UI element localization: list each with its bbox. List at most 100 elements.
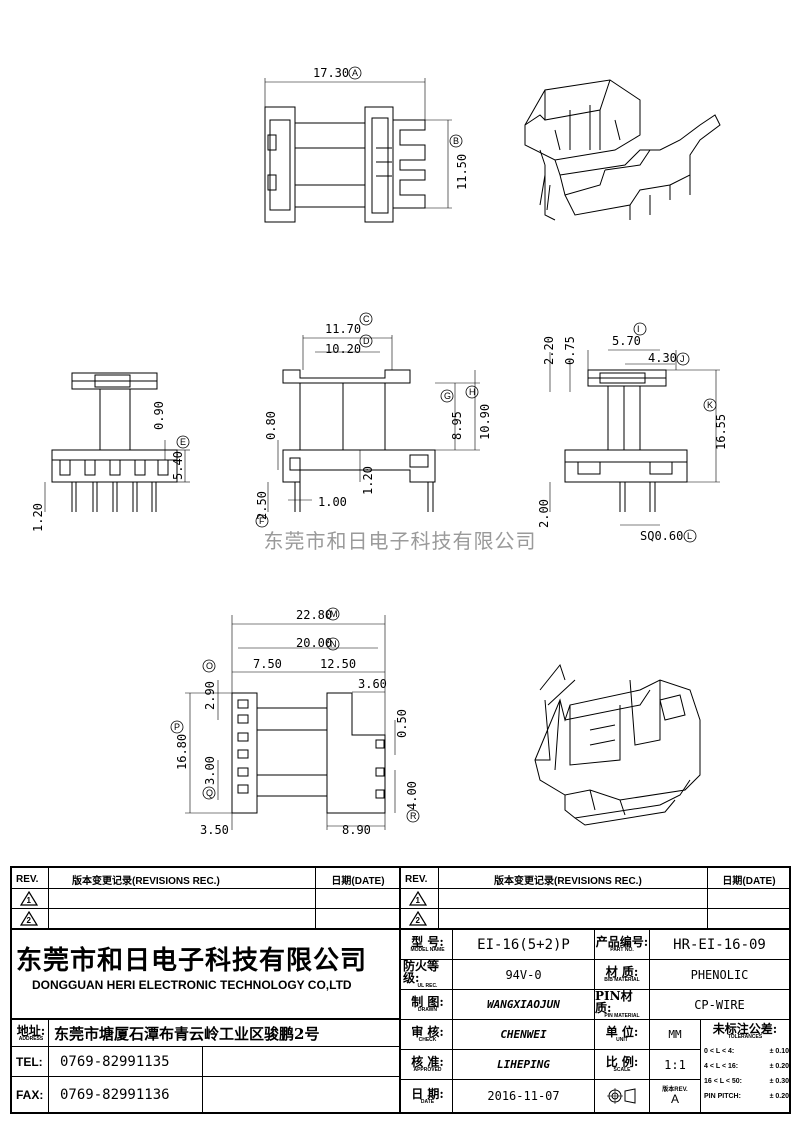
- drawn-label: 制 图:DRAWN: [403, 990, 452, 1019]
- projection-symbol-icon: [595, 1080, 649, 1112]
- dim-d-tag: D: [363, 336, 370, 346]
- dim-3-60: 3.60: [358, 677, 387, 691]
- dim-k-tag: K: [707, 400, 713, 410]
- dim-m-tag: M: [330, 609, 338, 619]
- dim-e-tag: E: [180, 437, 186, 447]
- bobbin-material-label: 材 质:B/B MATERIAL: [595, 960, 649, 989]
- side-view: [549, 322, 720, 543]
- tol-range: 16 < L < 50:: [704, 1078, 743, 1085]
- pin-material-label-cn: PIN材质:: [595, 989, 633, 1015]
- dim-1-00: 1.00: [318, 495, 347, 509]
- approved-label-en: APPROVED: [413, 1067, 442, 1073]
- bobbin-material-label-en: B/B MATERIAL: [604, 977, 640, 983]
- dim-2-20: 2.20: [542, 336, 556, 365]
- rev-header: REV.: [16, 873, 39, 885]
- dim-3-50: 3.50: [200, 823, 229, 837]
- dim-j-tag: J: [680, 354, 685, 364]
- dim-22-80: 22.80: [296, 608, 332, 622]
- ul-rating-value: 94V-0: [505, 967, 542, 982]
- dim-f-tag: F: [259, 516, 265, 526]
- dim-16-55: 16.55: [714, 414, 728, 450]
- dim-c-tag: C: [363, 314, 370, 324]
- part-no-label-cn: 产品编号:: [595, 935, 649, 949]
- tel-value: 0769-82991135: [60, 1053, 170, 1070]
- scale-label-en: SCALE: [613, 1067, 631, 1073]
- address-label-en: ADDRESS: [18, 1035, 44, 1042]
- dim-a-tag: A: [352, 68, 358, 78]
- pin-material-label: PIN材质:PIN MATERIAL: [595, 990, 649, 1019]
- drawn-label-cn: 制 图:: [411, 995, 444, 1009]
- date-label-en: DATE: [420, 1098, 435, 1105]
- rev-version-value: A: [670, 1092, 679, 1106]
- dim-0-50: 0.50: [395, 709, 409, 738]
- dim-g-tag: G: [444, 391, 451, 401]
- dim-4-00: 4.00: [405, 781, 419, 810]
- dim-7-50: 7.50: [253, 657, 282, 671]
- tel-label: TEL:: [16, 1054, 43, 1069]
- tol-range: 4 < L < 16:: [704, 1063, 739, 1070]
- dim-2-00: 2.00: [537, 499, 551, 528]
- rev-version-label: 版本REV.: [662, 1087, 688, 1093]
- bobbin-material-value: PHENOLIC: [690, 967, 749, 982]
- dim-10-90: 10.90: [478, 404, 492, 440]
- dim-0-80: 0.80: [264, 411, 278, 440]
- rev-1-triangle-icon: 1: [20, 890, 44, 907]
- pin-material-label-en: PIN MATERIAL: [604, 1013, 640, 1019]
- check-label-cn: 审 核:: [411, 1025, 444, 1039]
- dim-b: 11.50: [455, 154, 469, 190]
- dim-20-00: 20.00: [296, 636, 332, 650]
- pin-material-value: CP-WIRE: [694, 997, 745, 1012]
- watermark-text: 东莞市和日电子科技有限公司: [263, 529, 537, 553]
- dim-l-tag: L: [687, 531, 692, 541]
- dim-2-50: 2.50: [255, 491, 269, 520]
- unit-value: MM: [668, 1028, 682, 1041]
- dim-1-20-mid: 1.20: [361, 466, 375, 495]
- address-label-cn: 地址:: [16, 1023, 46, 1038]
- technical-drawing: 17.30 A 11.50 B 0.90 5.40 E 1.20 11.70 C…: [31, 66, 728, 837]
- tol-range: 0 < L < 4:: [704, 1048, 735, 1055]
- address-value: 东莞市塘厦石潭布青云岭工业区骏鹏2号: [54, 1024, 320, 1043]
- rev-1-mark: 1: [27, 896, 32, 905]
- date-header-right: 日期(DATE): [722, 875, 776, 887]
- rev-version: 版本REV. A: [650, 1080, 700, 1112]
- rev-2-triangle-icon: 2: [20, 910, 44, 927]
- check-label: 审 核:CHECK: [403, 1020, 452, 1049]
- part-no-label: 产品编号:PART NO.: [595, 930, 649, 959]
- company-name-cn: 东莞市和日电子科技有限公司: [16, 945, 368, 976]
- dim-i-tag: I: [637, 324, 640, 334]
- date-header: 日期(DATE): [331, 875, 385, 887]
- tolerances-label-cn: 未标注公差:: [712, 1021, 778, 1036]
- scale-value: 1:1: [664, 1057, 686, 1072]
- dim-r-tag: R: [410, 811, 417, 821]
- bottom-view: [170, 607, 420, 830]
- unit-label: 单 位:UNIT: [595, 1020, 649, 1049]
- tol-value: ± 0.20: [769, 1093, 789, 1100]
- tol-value: ± 0.20: [769, 1063, 789, 1070]
- tol-value: ± 0.30: [769, 1078, 789, 1085]
- bobbin-material-label-cn: 材 质:: [605, 965, 639, 979]
- revisions-header: 版本变更记录(REVISIONS REC.): [72, 875, 220, 887]
- model-label: 型 号:MODEL NAME: [403, 930, 452, 959]
- dim-a: 17.30: [313, 66, 349, 80]
- rev-1-mark-right: 1: [416, 896, 421, 905]
- model-value: EI-16(5+2)P: [477, 936, 570, 953]
- drawn-label-en: DRAWN: [418, 1007, 437, 1013]
- dim-4-30: 4.30: [648, 351, 677, 365]
- date-value: 2016-11-07: [487, 1089, 560, 1103]
- dim-b-tag: B: [453, 136, 459, 146]
- ul-rating-label: 防火等级:UL REC.: [403, 960, 452, 989]
- approved-label-cn: 核 准:: [411, 1055, 444, 1069]
- dim-8-95: 8.95: [450, 411, 464, 440]
- title-block: REV. 版本变更记录(REVISIONS REC.) 日期(DATE) 1 2…: [10, 866, 791, 1114]
- tol-value: ± 0.10: [769, 1048, 789, 1055]
- rev-2-mark-right: 2: [416, 916, 421, 925]
- rev-2-triangle-right-icon: 2: [409, 910, 433, 927]
- dim-h-tag: H: [469, 387, 476, 397]
- rev-1-triangle-right-icon: 1: [409, 890, 433, 907]
- dim-5-40: 5.40: [171, 451, 185, 480]
- approved-label: 核 准:APPROVED: [403, 1050, 452, 1079]
- scale-label-cn: 比 例:: [605, 1055, 639, 1069]
- dim-0-75: 0.75: [563, 336, 577, 365]
- part-no-label-en: PART NO.: [610, 947, 634, 953]
- check-value: CHENWEI: [500, 1028, 547, 1041]
